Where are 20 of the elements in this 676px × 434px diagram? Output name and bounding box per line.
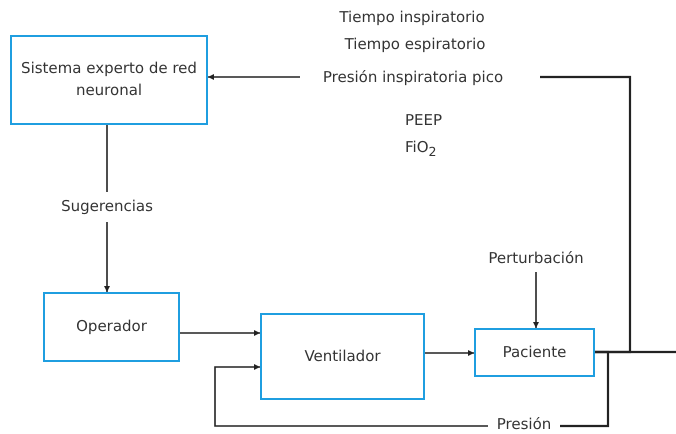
process-box bbox=[10, 35, 208, 125]
arrow bbox=[425, 350, 474, 356]
box-label: Sistema experto de red neuronal bbox=[20, 58, 198, 101]
arrow bbox=[104, 222, 110, 292]
arrow bbox=[533, 272, 539, 328]
label-text: Presión bbox=[496, 414, 552, 434]
process-box bbox=[43, 292, 180, 362]
label-text: Sugerencias bbox=[60, 196, 154, 218]
arrow bbox=[180, 330, 260, 336]
connector-line bbox=[106, 125, 108, 192]
box-label: Paciente bbox=[502, 342, 568, 363]
arrow bbox=[208, 74, 300, 80]
process-box bbox=[260, 313, 425, 400]
arrow bbox=[214, 364, 488, 427]
connector-line bbox=[560, 350, 610, 428]
label-text: Perturbación bbox=[487, 248, 585, 270]
connector-line bbox=[540, 76, 632, 354]
box-label: Ventilador bbox=[303, 346, 382, 367]
process-box bbox=[474, 328, 595, 377]
box-label: Operador bbox=[75, 316, 148, 338]
